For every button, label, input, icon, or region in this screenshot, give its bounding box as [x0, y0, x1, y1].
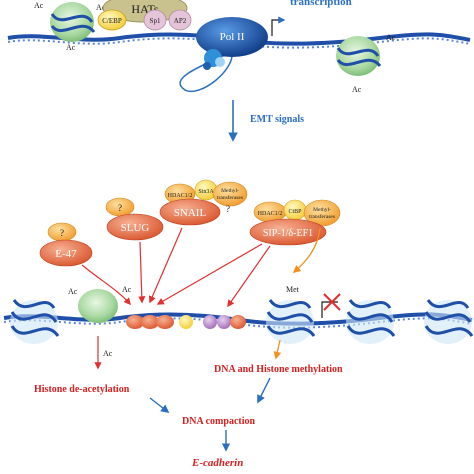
- slug-question: ?: [118, 203, 122, 213]
- snail-hdac-label: HDAC1/2: [168, 193, 193, 199]
- transcription-label: transcription: [290, 0, 352, 8]
- methylation-down-arrow: [273, 339, 282, 360]
- e47-label: E-47: [55, 248, 77, 260]
- snail-label: SNAIL: [174, 207, 207, 219]
- cebp-label: C/EBP: [102, 17, 122, 25]
- slug-complex: ? SLUG: [105, 197, 164, 241]
- top-nucleosome-right: [336, 36, 382, 76]
- bottom-nucleosome-4: [346, 299, 396, 344]
- sp1-label: Sp1: [150, 17, 161, 25]
- methylation-arrow: [292, 227, 321, 273]
- bottom-nucleosome-met: [266, 299, 316, 344]
- histone-deacetylation-label: Histone de-acetylation: [34, 384, 130, 395]
- ac-mark: Ac: [96, 3, 106, 12]
- pol2-label: Pol II: [220, 31, 245, 43]
- sip1-ctbp-label: CtBP: [288, 209, 302, 215]
- ac-mark: Ac: [34, 1, 44, 10]
- met-label: Met: [286, 285, 300, 294]
- ac-mark: Ac: [386, 33, 396, 42]
- dna-compaction-label: DNA compaction: [182, 416, 255, 427]
- sip1-label: SIP-1/δ-EF1: [263, 228, 313, 239]
- ac-left-label: Ac: [68, 287, 78, 296]
- ac-mark: Ac: [66, 43, 76, 52]
- sip1-hdac-label: HDAC1/2: [258, 211, 283, 217]
- to-compaction-arrow-right: [257, 377, 271, 404]
- pol2-complex: Pol II transcription: [179, 0, 352, 93]
- promoter-bound-factors: [126, 315, 246, 329]
- to-compaction-arrow-left: [149, 397, 170, 414]
- snail-sin3a-label: Sin3A: [198, 189, 214, 195]
- svg-text:transferases: transferases: [309, 213, 335, 220]
- ac-right-label: Ac: [122, 285, 132, 294]
- hats-complex: HATs C/EBP Sp1 AP2: [97, 0, 192, 31]
- bottom-nucleosome-5: [424, 299, 474, 344]
- bottom-nucleosome-1: [10, 299, 60, 344]
- snail-methyl-label: Methyl-: [221, 188, 239, 194]
- snail-complex: HDAC1/2 Sin3A Methyl- transferases ? SNA…: [159, 179, 248, 226]
- emt-signals: EMT signals: [228, 100, 304, 142]
- sip1-complex: HDAC1/2 CtBP Methyl- transferases SIP-1/…: [249, 199, 341, 246]
- sip1-methyl-label: Methyl-: [313, 207, 331, 213]
- ap2-label: AP2: [174, 17, 187, 25]
- e47-question: ?: [60, 228, 64, 238]
- svg-text:transferases: transferases: [217, 194, 243, 201]
- bottom-nucleosome-acetyl: [78, 289, 118, 323]
- e47-complex: ? E-47: [39, 222, 93, 267]
- blocked-transcription-icon: [321, 293, 341, 318]
- emt-signals-label: EMT signals: [250, 114, 304, 125]
- top-nucleosome-left: [50, 2, 96, 42]
- snail-question: ?: [226, 204, 230, 214]
- repressor-arrows: [81, 227, 271, 308]
- slug-label: SLUG: [121, 222, 150, 234]
- dna-histone-methylation-label: DNA and Histone methylation: [214, 364, 343, 375]
- ac-mark: Ac: [352, 85, 362, 94]
- ac-below-label: Ac: [103, 349, 113, 358]
- ecadherin-label: E-cadherin: [191, 457, 243, 469]
